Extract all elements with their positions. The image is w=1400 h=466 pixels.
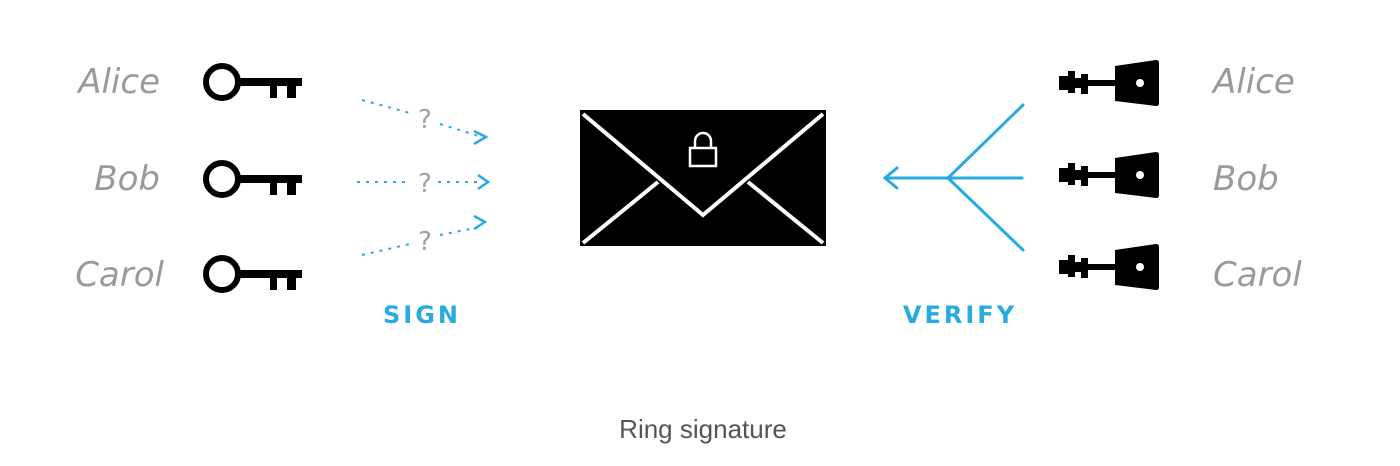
verify-label: VERIFY [903,301,1017,329]
verifier-name-carol: Carol [1213,255,1302,295]
public-key-icon [1059,152,1159,198]
sign-dotted-arrows [357,99,483,256]
verifier-name-alice: Alice [1211,62,1295,102]
public-key-icon [1059,244,1159,290]
verifier-name-bob: Bob [1213,159,1279,199]
private-key-icon [203,63,302,101]
public-key-icon [1059,60,1159,106]
unknown-signer-mark: ? [418,105,432,135]
envelope-icon [580,110,826,246]
signer-name-carol: Carol [75,255,164,295]
unknown-signer-mark: ? [418,169,432,199]
lock-icon [688,131,718,168]
verify-arrow [882,103,1025,252]
signer-name-bob: Bob [94,159,160,199]
private-key-icon [206,258,302,290]
sign-label: SIGN [383,301,461,329]
arrowhead-icons [473,129,491,231]
figure-caption: Ring signature [619,414,787,444]
unknown-signer-mark: ? [418,227,432,257]
private-key-icon [206,163,302,195]
signer-name-alice: Alice [76,62,160,102]
